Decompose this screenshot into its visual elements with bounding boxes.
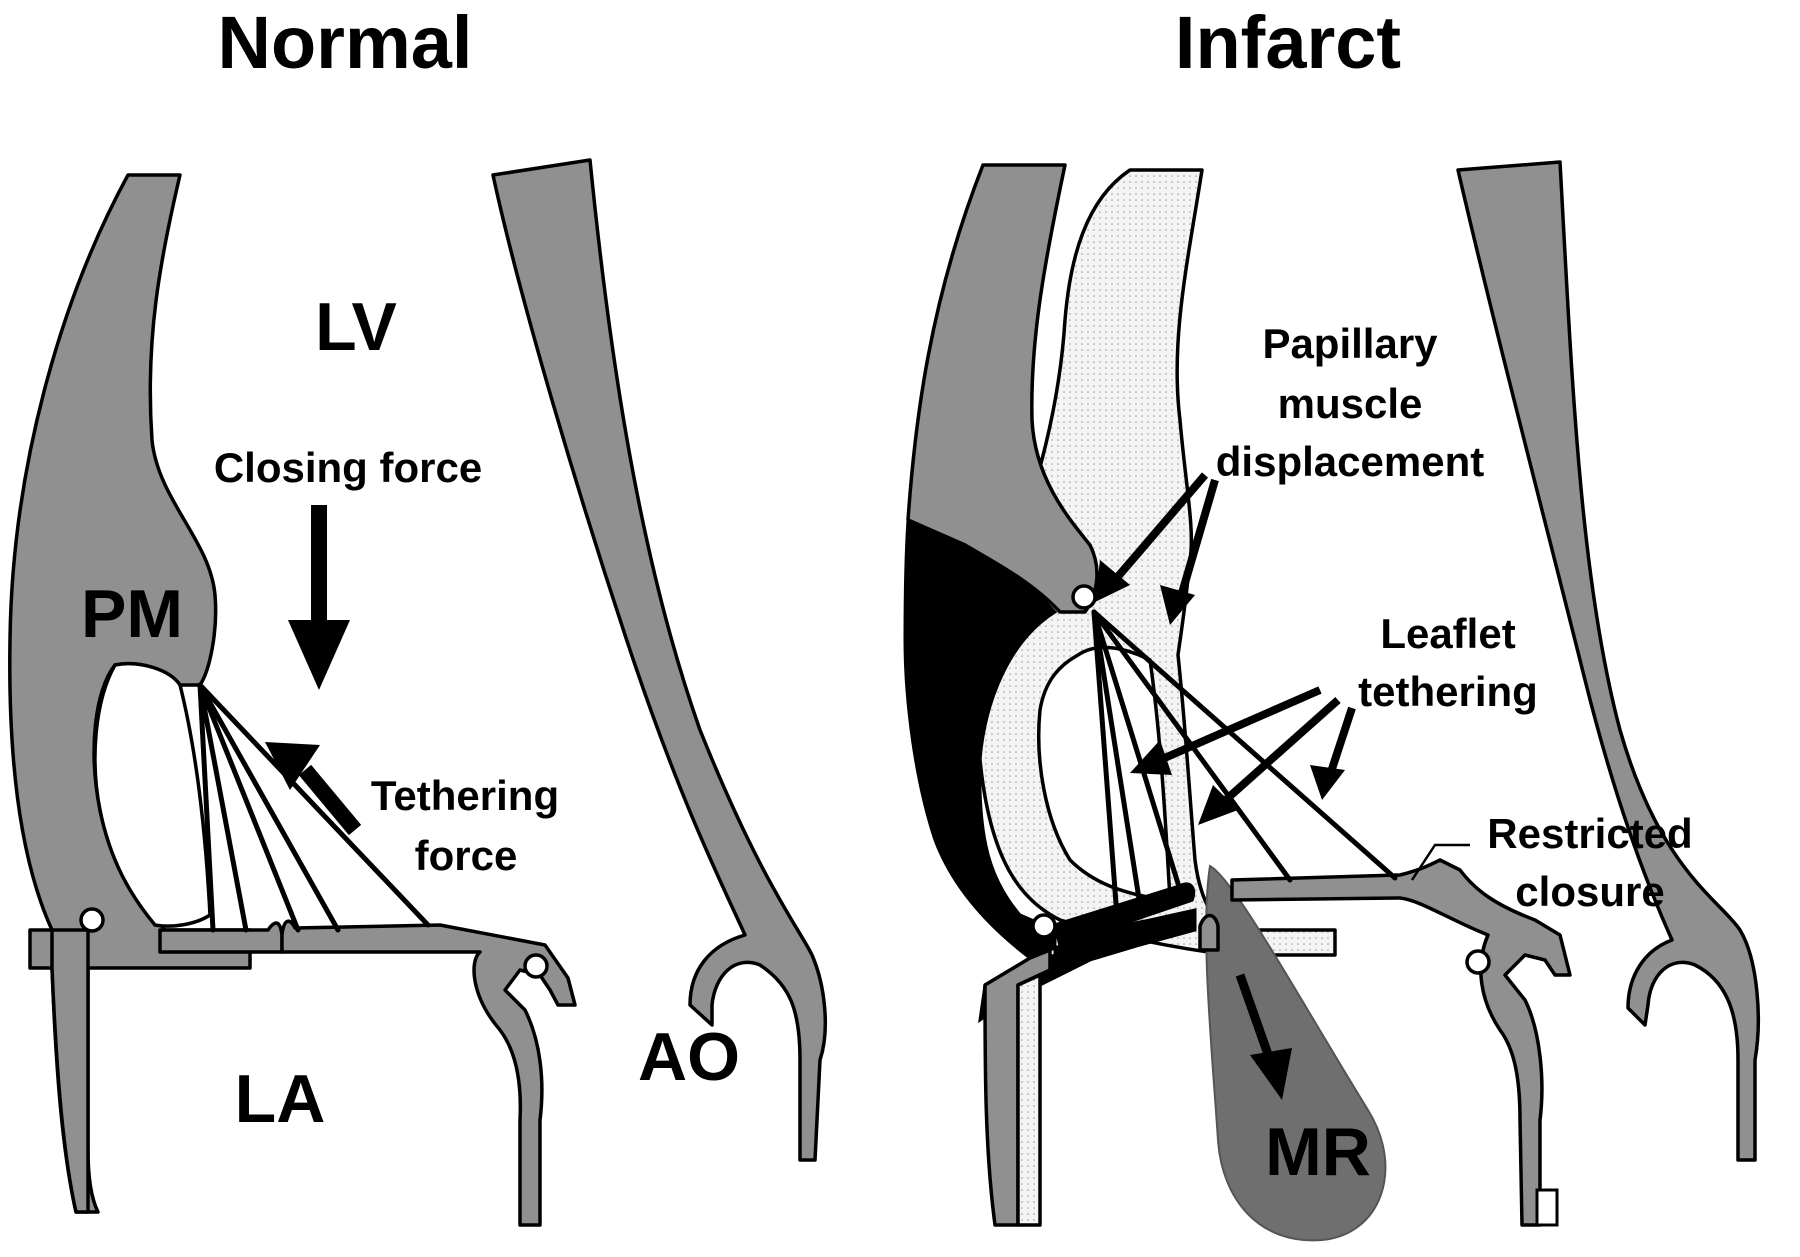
restricted-closure-pointer [1410,843,1470,881]
tethering-force-label-line2: force [415,832,518,879]
normal-posterior-leaflet [158,921,284,954]
infarct-aortic-annulus-ring [1465,949,1491,975]
infarct-anterior-leaflet [1230,858,1572,1227]
papillary-label-line2: muscle [1278,380,1423,427]
infarct-annulus-ring [1031,913,1057,939]
tethering-force-label-line1: Tethering [371,772,559,819]
ao-label: AO [638,1019,740,1095]
mr-direction-arrow [1235,973,1292,1100]
infarct-right-wall [1456,160,1760,1162]
infarct-left-wall [906,163,1099,614]
normal-annulus-ring [79,907,105,933]
infarct-zone [903,517,1197,1024]
normal-cavity-hole [93,662,212,928]
mr-label: MR [1265,1114,1371,1190]
closing-force-arrow [288,505,350,690]
papillary-displacement-arrows [1095,472,1219,625]
tethering-force-arrow [265,742,362,836]
lv-label: LV [315,289,397,365]
normal-anterior-leaflet [280,919,577,1227]
mr-jet [1205,864,1387,1242]
papillary-label-line1: Papillary [1262,320,1438,367]
leaflet-label-line2: tethering [1358,668,1538,715]
restricted-label-line1: Restricted [1487,810,1692,857]
displaced-pm-ring [1071,584,1097,610]
infarct-la-dotted-strip [1016,973,1042,1227]
leaflet-tethering-arrows [1130,686,1356,825]
infarct-leaflet-coaptation [1198,913,1220,952]
la-label: LA [235,1061,326,1137]
infarct-panel: Infarct [903,1,1760,1242]
normal-title: Normal [218,1,473,84]
restricted-label-line2: closure [1515,868,1664,915]
leaflet-label-line1: Leaflet [1380,610,1515,657]
normal-la-left-wall [50,928,90,1214]
normal-right-wall [491,158,828,1162]
papillary-label-line3: displacement [1216,438,1484,485]
normal-aortic-annulus-ring [523,953,549,979]
pm-label: PM [81,576,183,652]
normal-chordae [197,682,431,933]
infarct-title: Infarct [1175,1,1401,84]
normal-panel: Normal LV [8,1,828,1227]
infarct-ao-stub [1535,1188,1559,1227]
closing-force-label: Closing force [214,444,482,491]
